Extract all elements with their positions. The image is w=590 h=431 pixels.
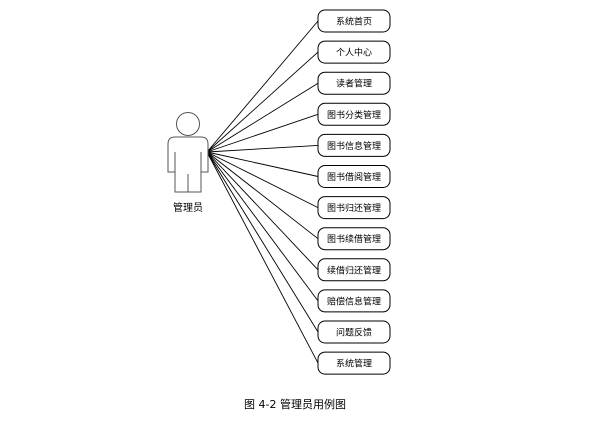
use-case-box [317, 196, 391, 220]
use-case: 读者管理 [317, 71, 391, 95]
actor-admin: 管理员 [167, 112, 209, 214]
connector-line [206, 113, 319, 153]
use-case-box [317, 320, 391, 344]
connector-line [206, 151, 319, 271]
use-case-label: 系统管理 [336, 358, 372, 370]
connector-line [206, 51, 319, 153]
use-case-label: 图书归还管理 [327, 202, 381, 214]
use-case: 图书归还管理 [317, 196, 391, 220]
use-case-label: 读者管理 [336, 78, 372, 90]
use-case-box [317, 227, 391, 251]
use-case: 图书信息管理 [317, 133, 391, 157]
use-case: 图书借阅管理 [317, 165, 391, 188]
connector-line [206, 151, 319, 302]
connector-line [206, 151, 319, 209]
diagram-caption: 图 4-2 管理员用例图 [244, 397, 346, 411]
actor-head [176, 112, 200, 136]
use-case-label: 续借归还管理 [327, 264, 381, 276]
use-case: 系统管理 [317, 351, 391, 375]
actor-connectors [206, 20, 319, 364]
use-case-label: 赔偿信息管理 [327, 295, 381, 307]
use-case-label: 系统首页 [336, 16, 372, 28]
use-case: 系统首页 [317, 9, 391, 33]
use-case: 续借归还管理 [317, 258, 391, 282]
use-case-label: 图书续借管理 [327, 233, 381, 245]
connector-line [206, 82, 319, 153]
use-case: 个人中心 [317, 40, 391, 64]
use-case-box [317, 289, 391, 313]
connector-line [206, 144, 319, 153]
use-case: 赔偿信息管理 [317, 289, 391, 313]
use-case-label: 问题反馈 [336, 327, 372, 339]
use-case-box [317, 351, 391, 375]
use-case-label: 图书分类管理 [327, 109, 381, 121]
use-case: 图书分类管理 [317, 102, 391, 126]
connector-line [206, 151, 319, 364]
actor-label: 管理员 [173, 201, 203, 214]
actor-body [167, 136, 209, 193]
use-case-box [317, 71, 391, 95]
use-case: 图书续借管理 [317, 227, 391, 251]
stick-figure-actor-icon [167, 112, 209, 193]
use-case-box [317, 165, 391, 188]
use-case-box [317, 258, 391, 282]
connector-line [206, 151, 319, 240]
use-case-label: 个人中心 [336, 47, 372, 59]
use-case-list: 系统首页个人中心读者管理图书分类管理图书信息管理图书借阅管理图书归还管理图书续借… [317, 9, 391, 375]
use-case-label: 图书信息管理 [327, 140, 381, 152]
connector-line [206, 20, 319, 153]
use-case-box [317, 40, 391, 64]
use-case-box [317, 9, 391, 33]
use-case-box [317, 133, 391, 157]
use-case-label: 图书借阅管理 [327, 171, 381, 183]
connector-line [206, 151, 319, 333]
use-case-box [317, 102, 391, 126]
use-case: 问题反馈 [317, 320, 391, 344]
connector-line [206, 151, 319, 177]
